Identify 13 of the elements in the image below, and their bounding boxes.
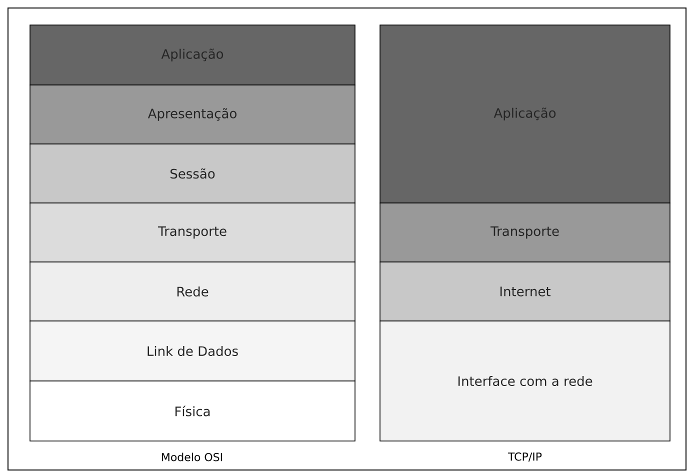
layer-box: Internet [380,262,670,322]
caption: Modelo OSI [162,452,222,462]
layer-box: Apresentação [30,84,356,144]
layer-box: Transporte [30,202,356,262]
layer-box: Aplicação [30,24,356,86]
layer-box: Aplicação [380,24,670,204]
caption: TCP/IP [508,452,542,462]
layer-box: Transporte [380,202,670,262]
layer-box: Física [30,380,356,442]
layer-box: Interface com a rede [380,320,670,442]
layer-box: Link de Dados [30,320,356,382]
layer-box: Rede [30,262,356,322]
layer-box: Sessão [30,144,356,204]
